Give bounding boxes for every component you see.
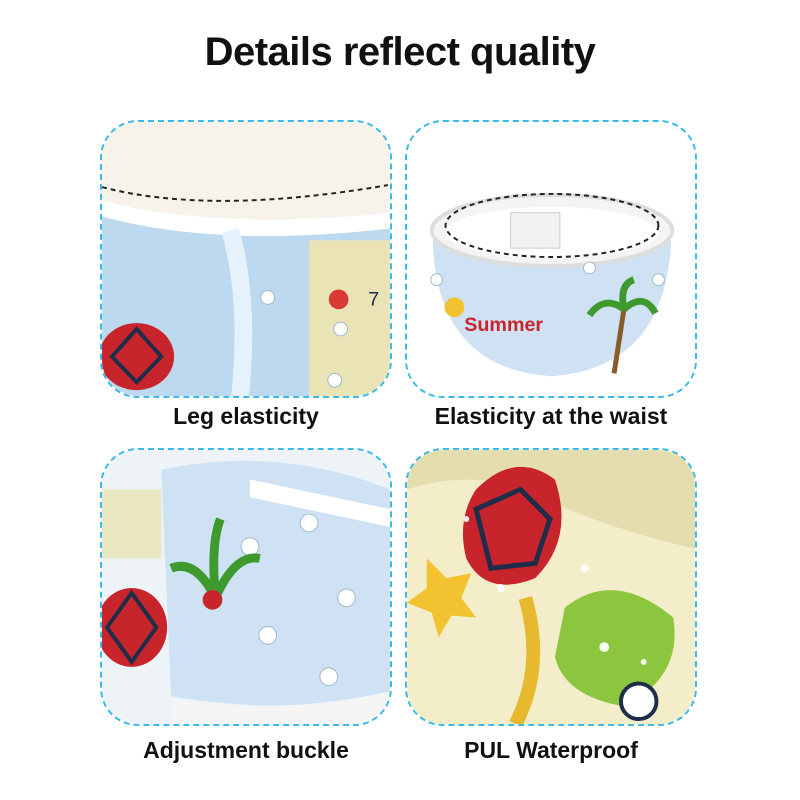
leg-elasticity-photo: 7 xyxy=(100,120,392,398)
page-title: Details reflect quality xyxy=(204,30,596,74)
panel-caption-waist-elasticity: Elasticity at the waist xyxy=(434,403,668,429)
panel-caption-pul-waterproof: PUL Waterproof xyxy=(464,737,638,763)
snap-buttons-photo-icon xyxy=(102,450,390,724)
waterproof-fabric-photo-icon xyxy=(407,450,695,724)
adjustment-buckle-photo xyxy=(100,448,392,726)
waist-elasticity-photo: Summer xyxy=(405,120,697,398)
panel-caption-adjustment-buckle: Adjustment buckle xyxy=(143,737,349,763)
svg-text:Summer: Summer xyxy=(464,314,543,336)
pul-waterproof-photo xyxy=(405,448,697,726)
panel-caption-leg-elasticity: Leg elasticity xyxy=(173,403,319,429)
svg-text:7: 7 xyxy=(368,288,379,310)
waist-elastic-photo-icon: Summer xyxy=(407,122,695,396)
leg-elastic-photo-icon: 7 xyxy=(102,122,390,396)
